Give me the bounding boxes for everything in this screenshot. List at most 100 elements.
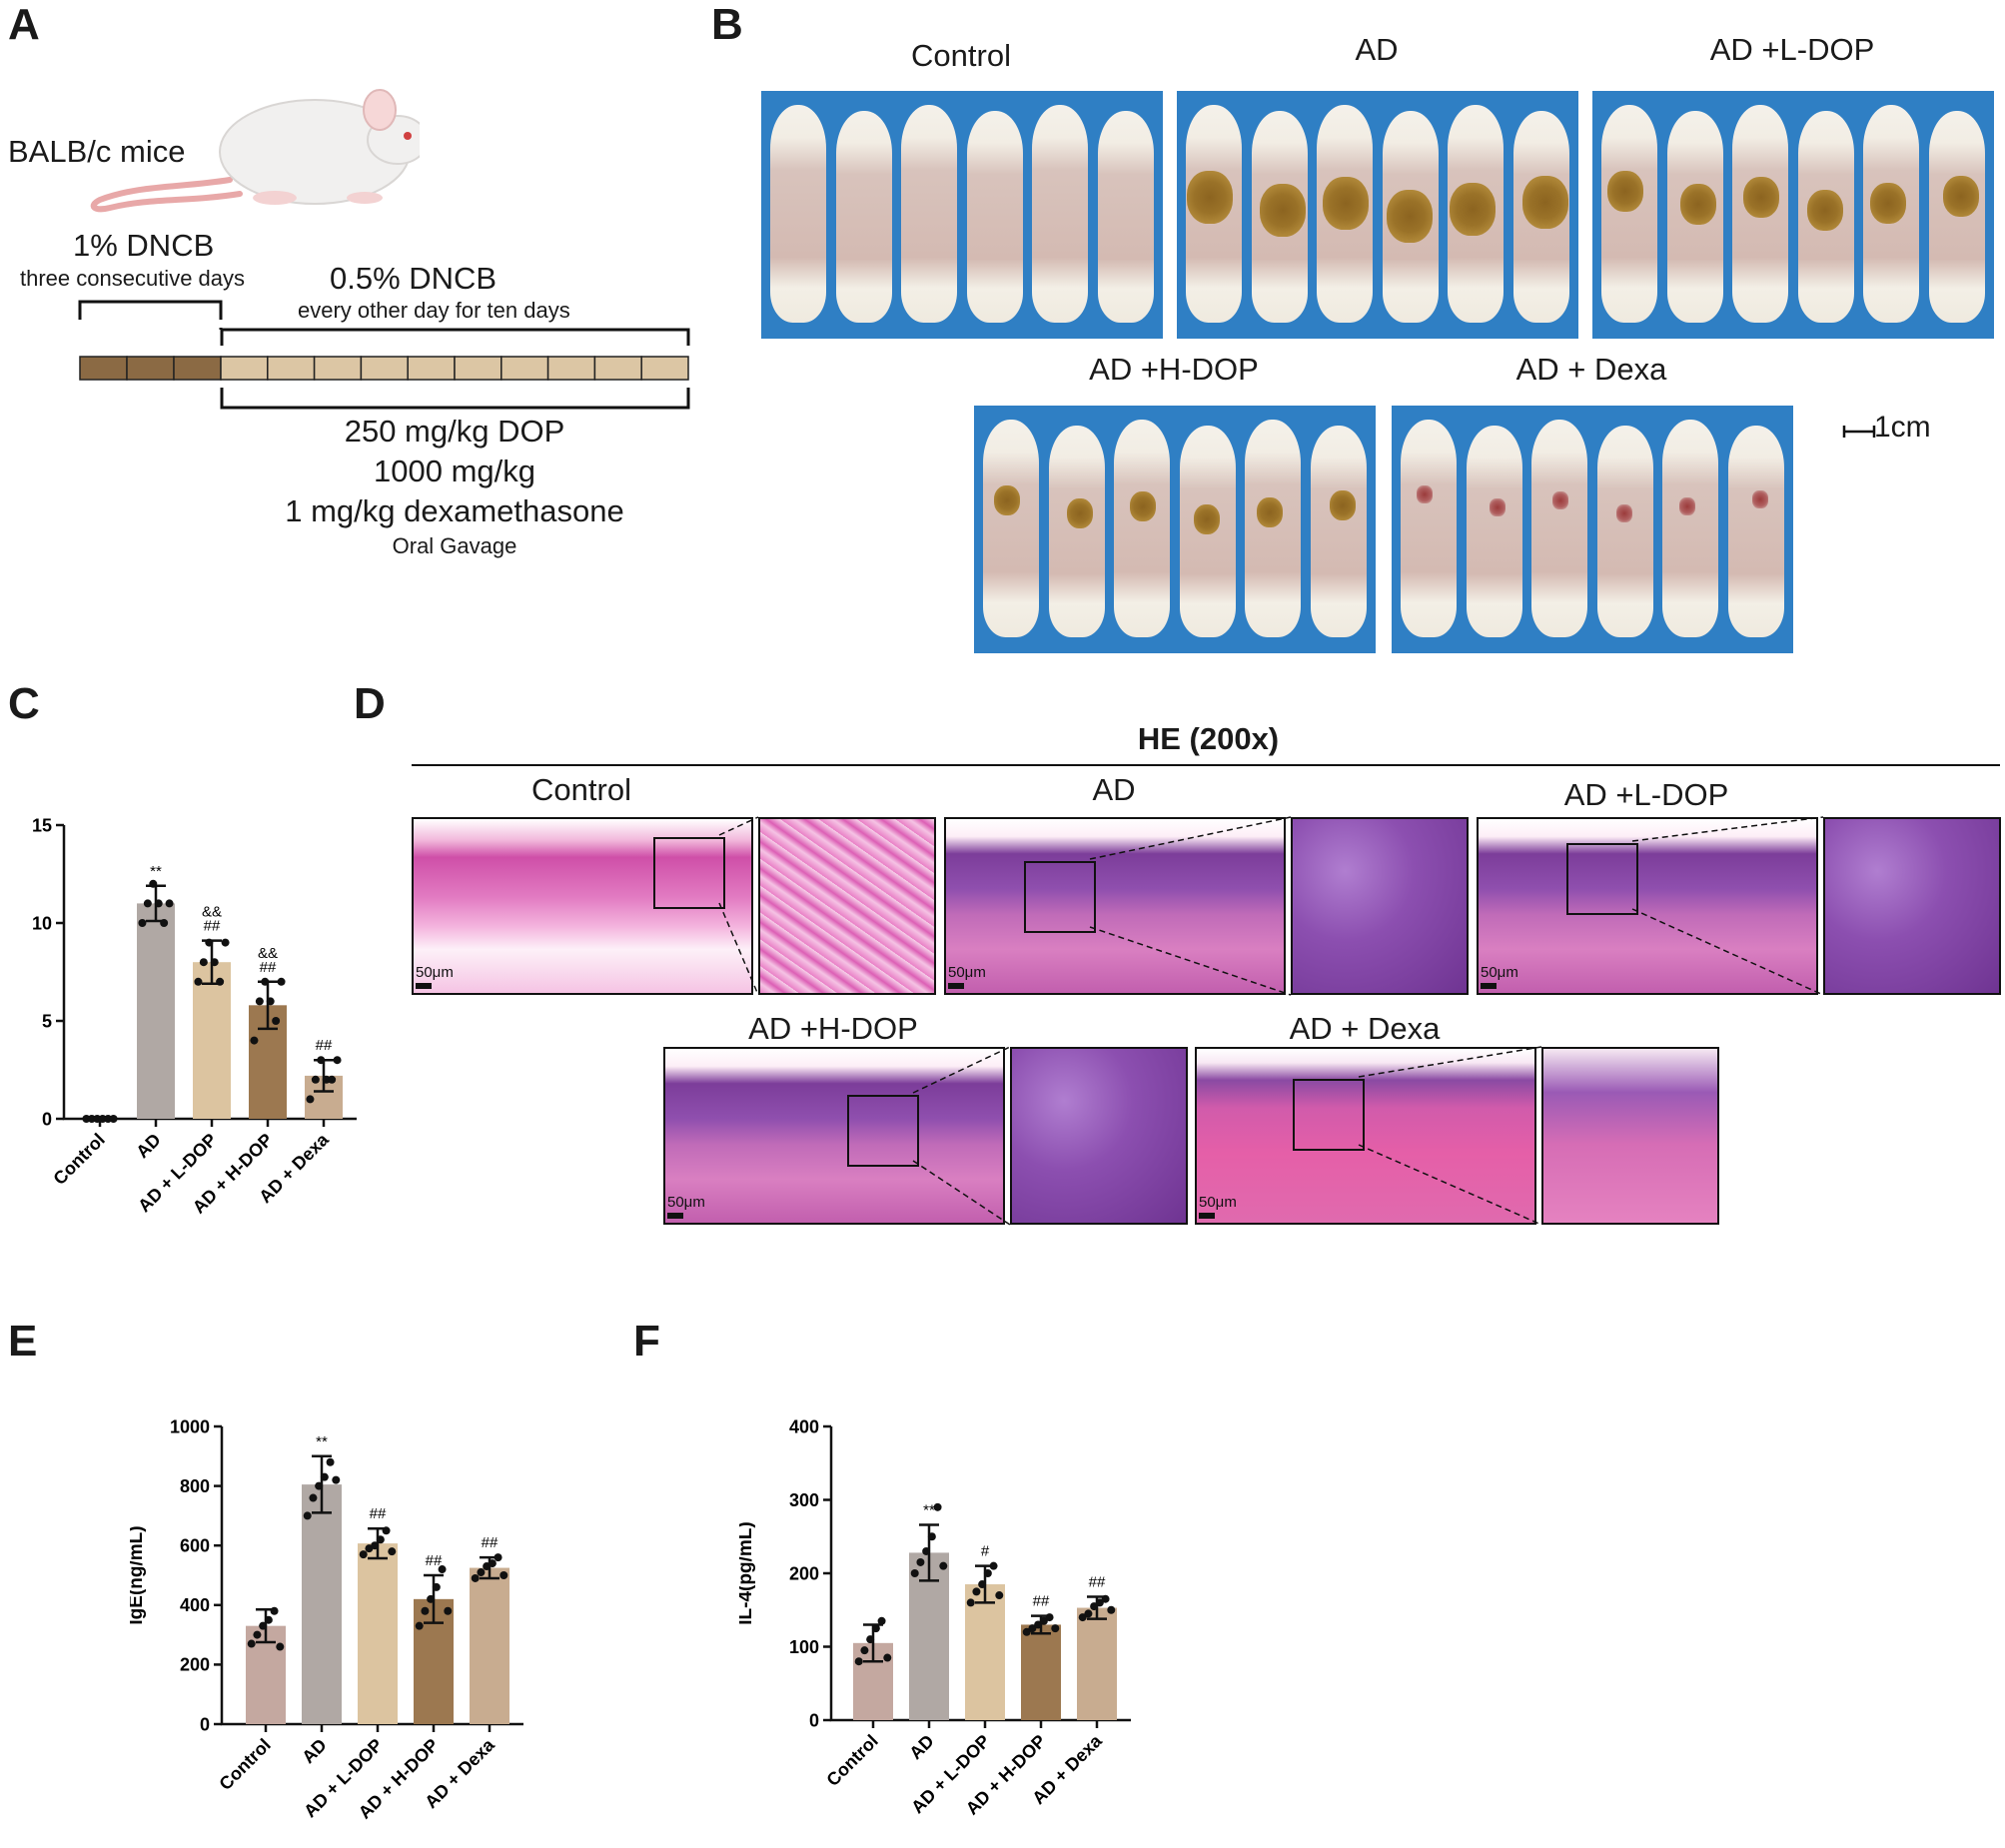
histology-scale-label: 50μm bbox=[667, 1194, 705, 1211]
timeline-cell-phase2 bbox=[407, 356, 456, 381]
chart-total-score: Total score051015Control**AD&&##AD + L-D… bbox=[32, 815, 357, 1218]
data-point bbox=[494, 1553, 502, 1562]
y-tick-label: 600 bbox=[180, 1536, 210, 1556]
data-point bbox=[1039, 1616, 1048, 1625]
data-point bbox=[427, 1594, 436, 1603]
timeline-cell-phase2 bbox=[267, 356, 316, 381]
bar bbox=[1021, 1624, 1061, 1720]
mouse-figure bbox=[1245, 420, 1302, 637]
data-point bbox=[272, 1017, 281, 1025]
significance-label: ## bbox=[426, 1552, 443, 1569]
data-point bbox=[247, 1639, 256, 1648]
timeline-cell-phase1 bbox=[79, 356, 128, 381]
y-tick-label: 200 bbox=[180, 1655, 210, 1675]
mouse-figure bbox=[1032, 105, 1089, 323]
skin-lesion bbox=[1130, 491, 1157, 521]
skin-lesion bbox=[1679, 184, 1716, 226]
significance-label: ## bbox=[204, 918, 221, 935]
data-point bbox=[500, 1571, 508, 1579]
data-point bbox=[109, 1115, 118, 1123]
photo-ad bbox=[1177, 91, 1578, 339]
skin-lesion bbox=[1066, 498, 1093, 528]
chart-ige: IgE(ng/mL)02004006008001000Control**AD##… bbox=[130, 1416, 523, 1823]
histology-scale-label: 50μm bbox=[1199, 1194, 1237, 1211]
histology-scale-bar bbox=[948, 983, 964, 989]
histology-scale-label: 50μm bbox=[948, 964, 986, 981]
photo-label-ad-dexa: AD + Dexa bbox=[1515, 352, 1667, 387]
timeline-cell-phase2 bbox=[501, 356, 549, 381]
histology-image: 50μm bbox=[1477, 817, 1818, 995]
significance-label: && bbox=[258, 945, 278, 962]
significance-label: ** bbox=[150, 863, 162, 880]
route-label: Oral Gavage bbox=[392, 533, 517, 558]
y-tick-label: 1000 bbox=[170, 1416, 210, 1436]
histology-label-control: Control bbox=[531, 772, 631, 807]
x-tick-label: AD bbox=[905, 1731, 938, 1764]
histology-scale-bar bbox=[1199, 1213, 1215, 1219]
histology-image: 50μm bbox=[412, 817, 753, 995]
histology-label-ad-l-dop: AD +L-DOP bbox=[1563, 777, 1729, 812]
y-tick-label: 15 bbox=[32, 815, 52, 835]
mouse-figure bbox=[1596, 426, 1653, 637]
data-point bbox=[1034, 1620, 1043, 1629]
mouse-figure bbox=[1401, 420, 1458, 637]
significance-label: ## bbox=[1089, 1574, 1106, 1591]
bar bbox=[302, 1484, 342, 1724]
histology-zoom-image bbox=[1541, 1047, 1719, 1225]
timeline-cell-phase1 bbox=[126, 356, 175, 381]
skin-lesion bbox=[1329, 490, 1356, 520]
photo-label-ad: AD bbox=[1355, 32, 1399, 67]
mouse-figure bbox=[1114, 420, 1171, 637]
photo-ad-dexa bbox=[1392, 406, 1793, 653]
data-point bbox=[972, 1587, 981, 1596]
histology-label-ad-h-dop: AD +H-DOP bbox=[748, 1011, 918, 1046]
data-point bbox=[866, 1635, 875, 1644]
zoom-region-box bbox=[1566, 843, 1638, 915]
data-point bbox=[854, 1657, 863, 1666]
timeline-cell-phase2 bbox=[454, 356, 502, 381]
skin-lesion bbox=[1806, 190, 1843, 232]
data-point bbox=[432, 1582, 441, 1591]
treatment-line-3: 1 mg/kg dexamethasone bbox=[285, 493, 624, 528]
timeline-bar bbox=[78, 300, 690, 410]
zoom-region-box bbox=[653, 837, 725, 909]
data-point bbox=[205, 938, 214, 947]
phase1-title: 1% DNCB bbox=[73, 228, 215, 263]
mouse-illustration bbox=[90, 89, 420, 213]
significance-label: ## bbox=[482, 1534, 499, 1551]
skin-lesion bbox=[1450, 183, 1497, 236]
zoom-region-box bbox=[1293, 1079, 1365, 1151]
panel-letter-d: D bbox=[354, 679, 386, 728]
skin-lesion bbox=[1193, 504, 1220, 534]
histology-zoom-image bbox=[1010, 1047, 1188, 1225]
data-point bbox=[359, 1550, 368, 1559]
data-point bbox=[277, 977, 286, 986]
histology-scale-bar bbox=[667, 1213, 683, 1219]
data-point bbox=[149, 879, 158, 888]
timeline-cell-phase1 bbox=[173, 356, 222, 381]
timeline-cell-phase2 bbox=[313, 356, 363, 381]
y-tick-label: 0 bbox=[42, 1109, 52, 1129]
data-point bbox=[309, 1493, 318, 1502]
zoom-region-box bbox=[1024, 861, 1096, 933]
scale-bar-label: 1cm bbox=[1874, 411, 1931, 444]
y-axis-label: IL-4(pg/mL) bbox=[739, 1521, 756, 1624]
timeline-cell-phase2 bbox=[593, 356, 642, 381]
bar bbox=[193, 962, 231, 1119]
data-point bbox=[371, 1541, 380, 1550]
panel-letter-c: C bbox=[8, 679, 40, 728]
data-point bbox=[910, 1569, 919, 1577]
data-point bbox=[1078, 1613, 1087, 1622]
timeline-cell-phase2 bbox=[640, 356, 689, 381]
data-point bbox=[328, 1075, 337, 1084]
data-point bbox=[978, 1580, 987, 1589]
skin-lesion bbox=[1521, 176, 1568, 229]
mouse-figure bbox=[1048, 426, 1105, 637]
y-tick-label: 400 bbox=[789, 1416, 819, 1436]
skin-scar bbox=[1417, 485, 1434, 504]
mouse-figure bbox=[1310, 426, 1367, 637]
treatment-line-2: 1000 mg/kg bbox=[374, 454, 535, 488]
data-point bbox=[165, 899, 174, 908]
data-point bbox=[444, 1606, 453, 1615]
